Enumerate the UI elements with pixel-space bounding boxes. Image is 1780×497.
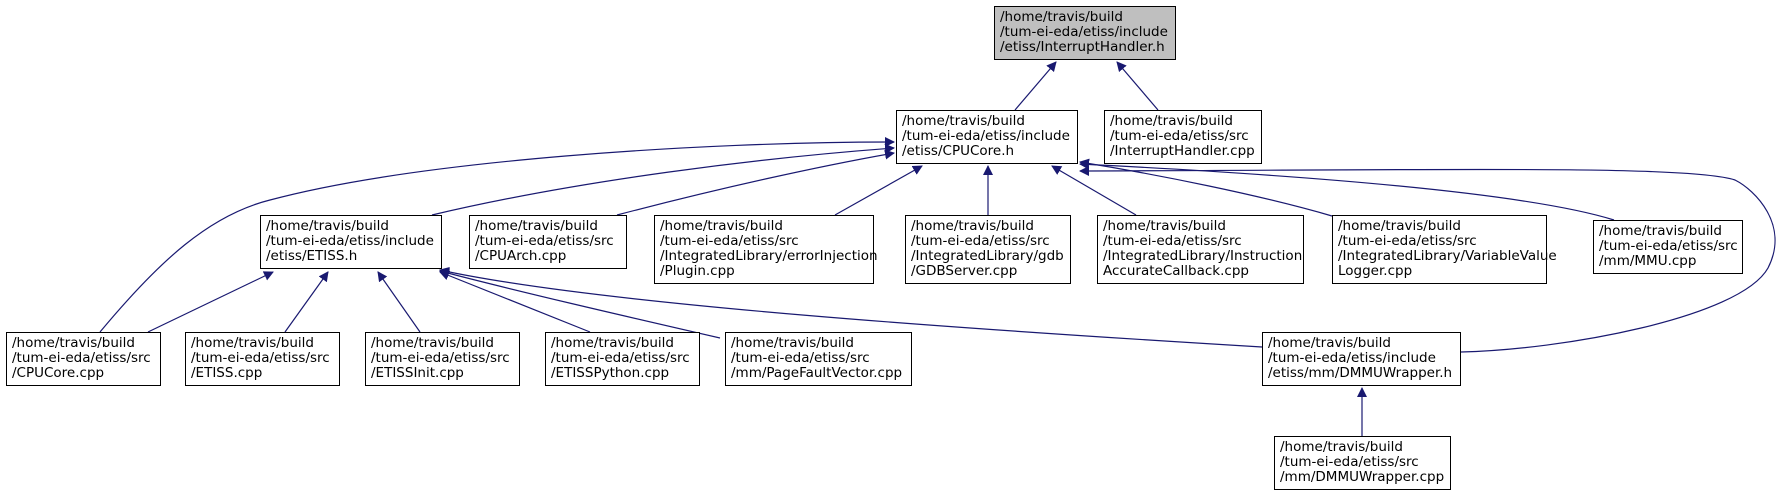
node-label-line: /tum-ei-eda/etiss/src (1280, 454, 1419, 470)
node-label-line: /tum-ei-eda/etiss/include (902, 128, 1070, 144)
node-label-line: /home/travis/build (1110, 113, 1234, 129)
node-label-line: /CPUArch.cpp (475, 248, 567, 264)
node-label-line: /etiss/ETISS.h (266, 248, 358, 264)
node-label-line: /home/travis/build (731, 335, 855, 351)
node-label-line: /home/travis/build (1103, 218, 1227, 234)
node-label-line: Logger.cpp (1338, 263, 1413, 279)
node-label-line: /ETISSInit.cpp (371, 365, 464, 381)
node-label-line: /home/travis/build (1000, 9, 1124, 25)
node-label-line: /home/travis/build (191, 335, 315, 351)
node-etiss-cpp[interactable]: /home/travis/build/tum-ei-eda/etiss/src/… (185, 332, 340, 386)
node-label-line: /tum-ei-eda/etiss/src (371, 350, 510, 366)
edge-etisspython-cpp-to-etiss-h (439, 270, 591, 333)
node-label-line: /tum-ei-eda/etiss/src (12, 350, 151, 366)
node-label-line: /tum-ei-eda/etiss/src (551, 350, 690, 366)
node-label-line: /ETISS.cpp (191, 365, 263, 381)
node-label-line: /IntegratedLibrary/Instruction (1103, 248, 1303, 264)
node-label-line: /home/travis/build (1338, 218, 1462, 234)
edge-dmmuwrapper-h-to-cpucore-h (1079, 165, 1776, 353)
node-label-line: /mm/DMMUWrapper.cpp (1280, 469, 1445, 485)
node-interrupthandler-h: /home/travis/build/tum-ei-eda/etiss/incl… (994, 6, 1176, 60)
node-label-line: /tum-ei-eda/etiss/src (660, 233, 799, 249)
edge-etissinit-cpp-to-etiss-h (377, 271, 421, 333)
node-label-line: /tum-ei-eda/etiss/src (731, 350, 870, 366)
node-label-line: /tum-ei-eda/etiss/include (1268, 350, 1436, 366)
node-label-line: /tum-ei-eda/etiss/src (1599, 238, 1738, 254)
node-label-line: /tum-ei-eda/etiss/src (911, 233, 1050, 249)
node-label-line: /ETISSPython.cpp (551, 365, 670, 381)
edge-variablevaluelogger-cpp-to-cpucore-h (1079, 158, 1333, 217)
edge-cpucore-cpp-to-etiss-h (147, 271, 274, 333)
node-interrupthandler-cpp[interactable]: /home/travis/build/tum-ei-eda/etiss/src/… (1104, 110, 1262, 164)
node-label-line: /home/travis/build (1268, 335, 1392, 351)
edge-cpucore-cpp-to-cpucore-h (99, 137, 895, 333)
edge-mmu-cpp-to-cpucore-h (1079, 159, 1615, 221)
node-dmmuwrapper-h[interactable]: /home/travis/build/tum-ei-eda/etiss/incl… (1262, 332, 1461, 386)
node-label-line: /GDBServer.cpp (911, 263, 1018, 279)
node-label-line: /IntegratedLibrary/errorInjection (660, 248, 878, 264)
node-label-line: /Plugin.cpp (660, 263, 735, 279)
node-cpucore-h[interactable]: /home/travis/build/tum-ei-eda/etiss/incl… (896, 110, 1078, 164)
node-label-line: /home/travis/build (660, 218, 784, 234)
node-label-line: /mm/MMU.cpp (1599, 253, 1697, 269)
node-etiss-h[interactable]: /home/travis/build/tum-ei-eda/etiss/incl… (260, 215, 442, 269)
node-label-line: /tum-ei-eda/etiss/src (1103, 233, 1242, 249)
node-label-line: /CPUCore.cpp (12, 365, 105, 381)
node-gdbserver-cpp[interactable]: /home/travis/build/tum-ei-eda/etiss/src/… (905, 215, 1071, 284)
node-label-line: /home/travis/build (371, 335, 495, 351)
node-label-line: /home/travis/build (1599, 223, 1723, 239)
node-label-line: /home/travis/build (911, 218, 1035, 234)
node-cpucore-cpp[interactable]: /home/travis/build/tum-ei-eda/etiss/src/… (6, 332, 161, 386)
edge-etiss-cpp-to-etiss-h (284, 271, 329, 333)
edge-dmmuwrapper-h-to-etiss-h (439, 267, 1263, 348)
node-label-line: /home/travis/build (266, 218, 390, 234)
node-label-line: /tum-ei-eda/etiss/src (1338, 233, 1477, 249)
node-label-line: /home/travis/build (551, 335, 675, 351)
node-label-line: /tum-ei-eda/etiss/src (191, 350, 330, 366)
node-label-line: /etiss/InterruptHandler.h (1000, 39, 1165, 55)
node-label-line: /IntegratedLibrary/gdb (911, 248, 1064, 264)
node-label-line: /InterruptHandler.cpp (1110, 143, 1255, 159)
node-cpuarch-cpp[interactable]: /home/travis/build/tum-ei-eda/etiss/src/… (469, 215, 627, 269)
node-variablevaluelogger-cpp[interactable]: /home/travis/build/tum-ei-eda/etiss/src/… (1332, 215, 1557, 284)
edge-cpuarch-cpp-to-cpucore-h (616, 149, 895, 216)
node-label-line: /home/travis/build (1280, 439, 1404, 455)
edge-interrupthandler-cpp-to-interrupthandler-h (1116, 61, 1159, 111)
edge-cpucore-h-to-interrupthandler-h (1014, 61, 1057, 111)
edge-errorinjection-plugin-cpp-to-cpucore-h (834, 165, 923, 216)
node-label-line: /tum-ei-eda/etiss/src (1110, 128, 1249, 144)
node-label-line: AccurateCallback.cpp (1103, 263, 1249, 279)
node-label-line: /home/travis/build (902, 113, 1026, 129)
node-etissinit-cpp[interactable]: /home/travis/build/tum-ei-eda/etiss/src/… (365, 332, 520, 386)
node-label-line: /mm/PageFaultVector.cpp (731, 365, 903, 381)
edge-instructionaccuratecallback-cpp-to-cpucore-h (1051, 165, 1137, 216)
node-label-line: /home/travis/build (12, 335, 136, 351)
edge-pagefaultvector-cpp-to-etiss-h (439, 268, 721, 339)
node-mmu-cpp[interactable]: /home/travis/build/tum-ei-eda/etiss/src/… (1593, 220, 1743, 274)
node-etisspython-cpp[interactable]: /home/travis/build/tum-ei-eda/etiss/src/… (545, 332, 700, 386)
node-label-line: /etiss/CPUCore.h (902, 143, 1015, 159)
node-errorinjection-plugin-cpp[interactable]: /home/travis/build/tum-ei-eda/etiss/src/… (654, 215, 878, 284)
node-label-line: /tum-ei-eda/etiss/include (1000, 24, 1168, 40)
node-label-line: /tum-ei-eda/etiss/include (266, 233, 434, 249)
node-dmmuwrapper-cpp[interactable]: /home/travis/build/tum-ei-eda/etiss/src/… (1274, 436, 1451, 490)
node-label-line: /tum-ei-eda/etiss/src (475, 233, 614, 249)
node-pagefaultvector-cpp[interactable]: /home/travis/build/tum-ei-eda/etiss/src/… (725, 332, 912, 386)
node-instructionaccuratecallback-cpp[interactable]: /home/travis/build/tum-ei-eda/etiss/src/… (1097, 215, 1304, 284)
edge-etiss-h-to-cpucore-h (431, 143, 895, 216)
node-label-line: /IntegratedLibrary/VariableValue (1338, 248, 1557, 264)
node-label-line: /home/travis/build (475, 218, 599, 234)
node-label-line: /etiss/mm/DMMUWrapper.h (1268, 365, 1453, 381)
